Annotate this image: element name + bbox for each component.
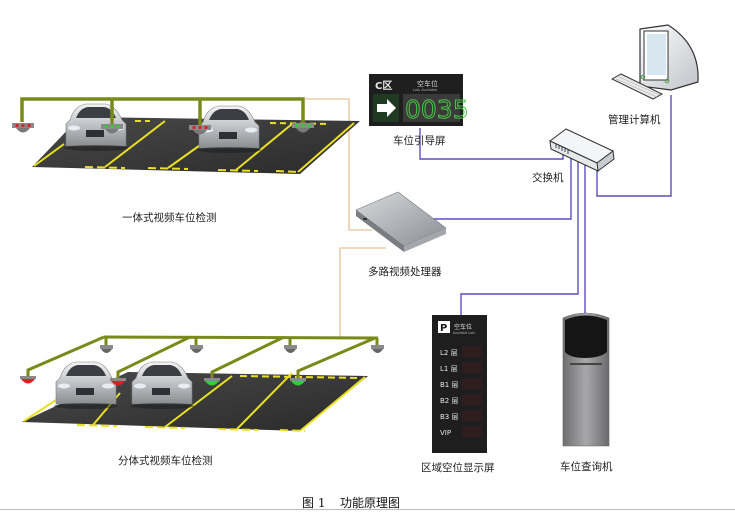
cable-switch-to-pc: [596, 95, 672, 197]
video-processor: [355, 191, 447, 252]
caption-divider: [0, 509, 735, 510]
split-detection-label: 分体式视频车位检测: [118, 455, 213, 467]
integrated-detection-label: 一体式视频车位检测: [122, 212, 217, 224]
floor-count-panel: [462, 346, 482, 357]
camera-icon: [100, 345, 113, 353]
area-display: P 空车位 Available Lots L2 层 L1 层 B1 层 B2 层 B3 …: [432, 315, 487, 453]
video-processor-label: 多路视频处理器: [368, 266, 442, 278]
floor-count-panel: [462, 394, 482, 405]
floor-count-panel: [462, 362, 482, 373]
area-display-label: 区域空位显示屏: [421, 462, 495, 474]
camera-icon: [284, 345, 297, 353]
guidance-screen: C区 空车位 Lots Available 0035: [369, 74, 469, 126]
sensor-free: [292, 123, 314, 133]
management-pc-label: 管理计算机: [608, 114, 661, 126]
sensor-occupied: [189, 125, 211, 135]
computer-icon: [610, 24, 699, 100]
sensor-free: [101, 124, 123, 134]
network-cables: [419, 95, 672, 326]
header-en: Lots Available: [413, 88, 437, 92]
zone-label: C区: [375, 80, 392, 92]
query-kiosk-label: 车位查询机: [560, 461, 613, 473]
floor-label: B1 层: [440, 381, 458, 389]
integrated-parking-lot: [12, 97, 360, 174]
indicator-occupied: [20, 376, 36, 384]
parking-logo-icon: [438, 321, 450, 333]
sensor-bracket: [26, 335, 379, 378]
floor-label: VIP: [440, 429, 451, 437]
camera-icon: [190, 345, 203, 353]
floor-label: B3 层: [440, 413, 458, 421]
header-en: Available Lots: [453, 331, 475, 335]
indicator-free: [204, 378, 220, 386]
floor-label: L1 层: [440, 365, 458, 373]
cable-split-to-processor: [339, 247, 386, 338]
car: [54, 361, 118, 409]
cable-processor-to-switch: [432, 158, 572, 220]
cable-integrated-to-processor: [305, 98, 372, 231]
floor-count-panel: [462, 410, 482, 421]
right-arrow-icon: [377, 99, 396, 117]
sensor-occupied: [12, 123, 34, 133]
indicator-occupied: [110, 378, 126, 386]
car: [130, 361, 194, 409]
cable-switch-to-area-display: [460, 160, 579, 326]
floor-label: L2 层: [440, 349, 458, 357]
header-cn: 空车位: [454, 323, 472, 331]
svg-text:P: P: [440, 323, 447, 334]
split-parking-lot: [20, 335, 384, 432]
available-count: 0035: [405, 95, 469, 124]
sensor-bracket: [20, 97, 305, 125]
indicator-free: [290, 378, 306, 386]
floor-count-panel: [462, 426, 482, 437]
guidance-screen-label: 车位引导屏: [393, 135, 446, 147]
camera-icon: [371, 345, 384, 353]
network-switch: [549, 128, 615, 172]
figure-caption-title: 功能原理图: [340, 496, 401, 510]
lane-lines: [23, 372, 366, 432]
query-kiosk: [562, 312, 610, 447]
video-cables: [305, 98, 386, 338]
figure-caption-number: 图 1: [302, 496, 326, 510]
header-cn: 空车位: [417, 79, 438, 88]
floor-label: B2 层: [440, 397, 458, 405]
lane-lines: [33, 120, 355, 173]
floor-count-panel: [462, 378, 482, 389]
switch-label: 交换机: [532, 172, 564, 184]
